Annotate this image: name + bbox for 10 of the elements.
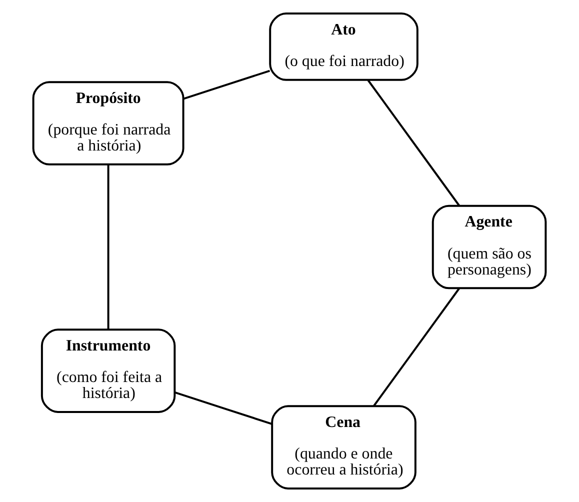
connector (174, 392, 272, 425)
connector (373, 288, 460, 406)
connector (183, 70, 270, 100)
node-box: Agente (quem são os personagens) (432, 204, 547, 290)
connector (367, 80, 460, 206)
connector (107, 164, 110, 330)
node-box: Propósito (porque foi narrada a história) (32, 81, 184, 166)
node-box: Ato (o que foi narrado) (269, 12, 418, 81)
node-box: Instrumento (como foi feita a história) (40, 328, 176, 413)
node-box: Cena (quando e onde ocorreu a história) (271, 405, 416, 490)
